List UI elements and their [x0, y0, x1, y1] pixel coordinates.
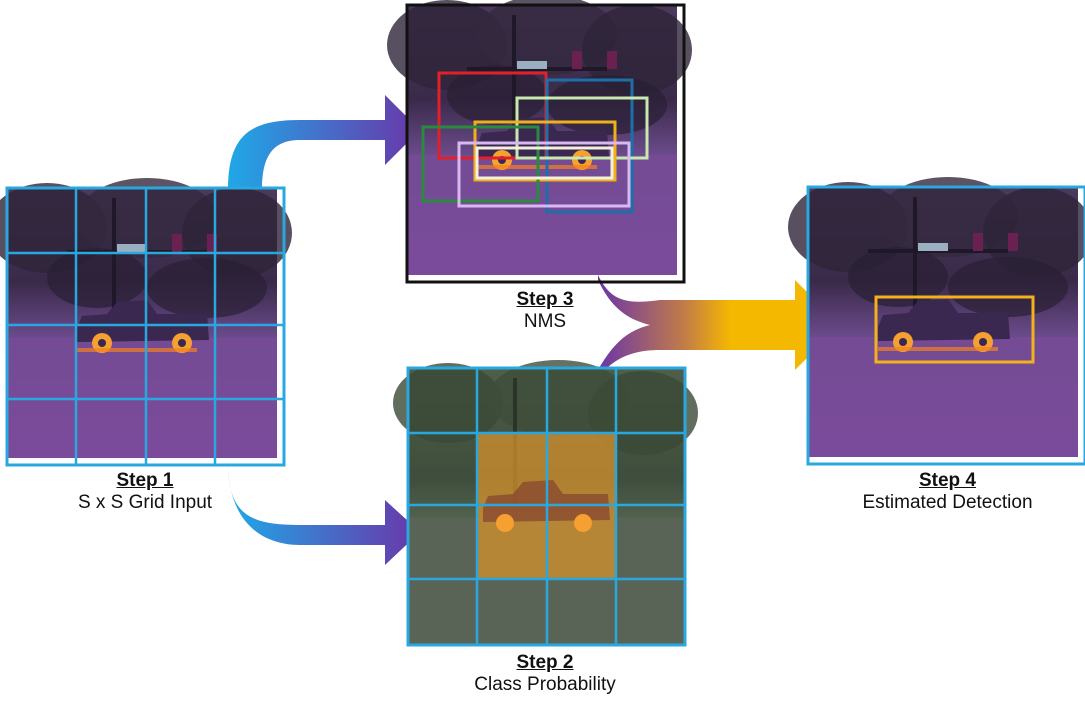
step2-title: Step 2 [516, 652, 574, 673]
step3-nms-panel [387, 0, 692, 284]
step1-caption: Step 1 S x S Grid Input [40, 470, 250, 514]
step1-grid-input-panel [0, 178, 292, 467]
step2-caption: Step 2 Class Probability [430, 652, 660, 696]
arrow-to-detection [598, 275, 840, 370]
step2-description: Class Probability [474, 674, 616, 695]
arrow-to-nms [228, 95, 420, 190]
nms-candidate-boxes [421, 71, 649, 214]
step3-title: Step 3 [516, 289, 574, 310]
step1-grid-lines [7, 188, 284, 465]
step3-description: NMS [523, 311, 567, 332]
step2-class-probability-panel [393, 360, 698, 647]
step1-description: S x S Grid Input [77, 492, 213, 513]
step4-estimated-detection-panel [788, 177, 1085, 466]
step4-description: Estimated Detection [862, 492, 1033, 513]
step1-title: Step 1 [116, 470, 174, 491]
final-detection-box [874, 295, 1035, 364]
arrow-to-class-probability [228, 462, 420, 565]
step4-title: Step 4 [918, 470, 977, 491]
step2-grid-lines [408, 368, 685, 645]
step3-caption: Step 3 NMS [440, 289, 650, 333]
step4-caption: Step 4 Estimated Detection [820, 470, 1075, 514]
